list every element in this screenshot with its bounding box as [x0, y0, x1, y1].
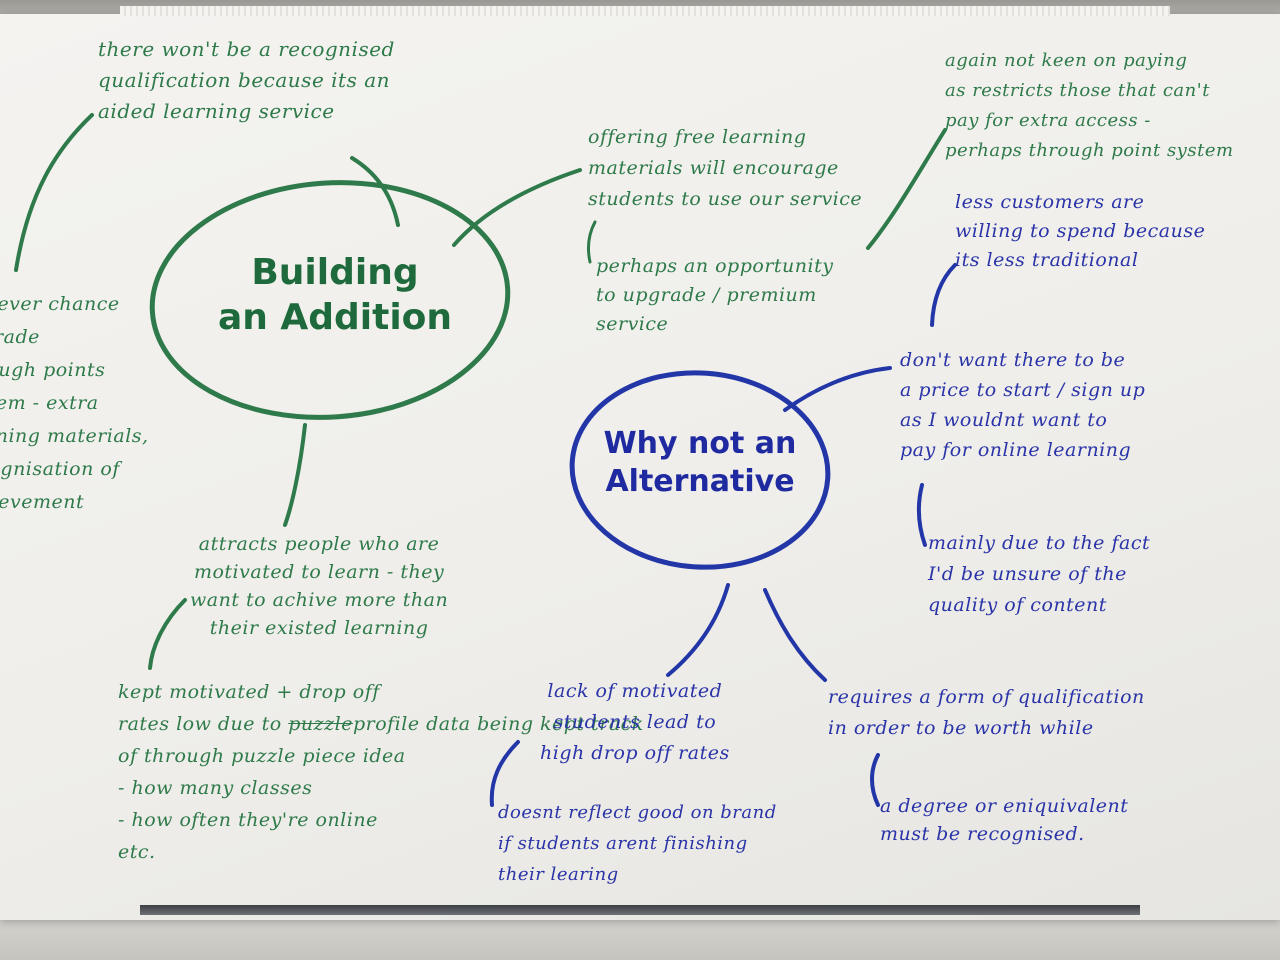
- note-price: don't want there to be a price to start …: [900, 349, 1146, 461]
- note-free-materials: offering free learning materials will en…: [588, 126, 863, 210]
- note-kept-motivated-strike: puzzle: [288, 713, 353, 735]
- blue-connector-brand: [489, 740, 520, 807]
- green-connector-free: [452, 168, 582, 247]
- blue-hub-title: Why not an Alternative: [603, 426, 797, 499]
- green-hub-ellipse: [149, 180, 511, 420]
- blue-connector-lack: [666, 583, 730, 677]
- note-lack-motivated: lack of motivated students lead to high …: [540, 680, 730, 764]
- note-kept-motivated-b: profile data being kept track of through…: [118, 713, 644, 863]
- blue-connector-requires: [763, 588, 827, 682]
- green-connector-points: [14, 113, 94, 272]
- paper-sheet: [0, 14, 1280, 920]
- note-paying: again not keen on paying as restricts th…: [945, 50, 1234, 161]
- blue-connector-less: [930, 263, 957, 327]
- green-connector-premium: [586, 220, 597, 264]
- blue-connector-quality: [916, 483, 927, 547]
- note-brand: doesnt reflect good on brand if students…: [498, 802, 777, 885]
- green-connector-paying: [866, 128, 947, 250]
- note-attracts: attracts people who are motivated to lea…: [190, 533, 449, 639]
- note-kept-motivated: kept motivated + drop off rates low due …: [118, 676, 644, 868]
- note-requires: requires a form of qualification in orde…: [828, 686, 1145, 739]
- blue-hub-ellipse: [569, 370, 831, 570]
- note-degree: a degree or eniquivalent must be recogni…: [880, 795, 1129, 845]
- green-connector-qualification: [350, 156, 400, 227]
- note-qualification: there won't be a recognised qualificatio…: [98, 37, 395, 123]
- green-connector-kept: [148, 598, 187, 670]
- page-shadow: [140, 905, 1140, 915]
- note-premium: perhaps an opportunity to upgrade / prem…: [596, 255, 834, 335]
- note-points-clip: however chance upgrade through points sy…: [0, 288, 200, 528]
- note-kept-motivated-a: kept motivated + drop off rates low due …: [118, 681, 380, 735]
- green-connector-attracts: [283, 423, 307, 527]
- torn-edge: [120, 6, 1170, 16]
- blue-connector-degree: [870, 753, 880, 807]
- green-hub-title: Building an Addition: [217, 252, 453, 338]
- note-quality: mainly due to the fact I'd be unsure of …: [928, 532, 1151, 616]
- blue-connector-price: [783, 366, 892, 412]
- note-less-customers: less customers are willing to spend beca…: [955, 191, 1206, 271]
- note-points: however chance upgrade through points sy…: [0, 293, 149, 513]
